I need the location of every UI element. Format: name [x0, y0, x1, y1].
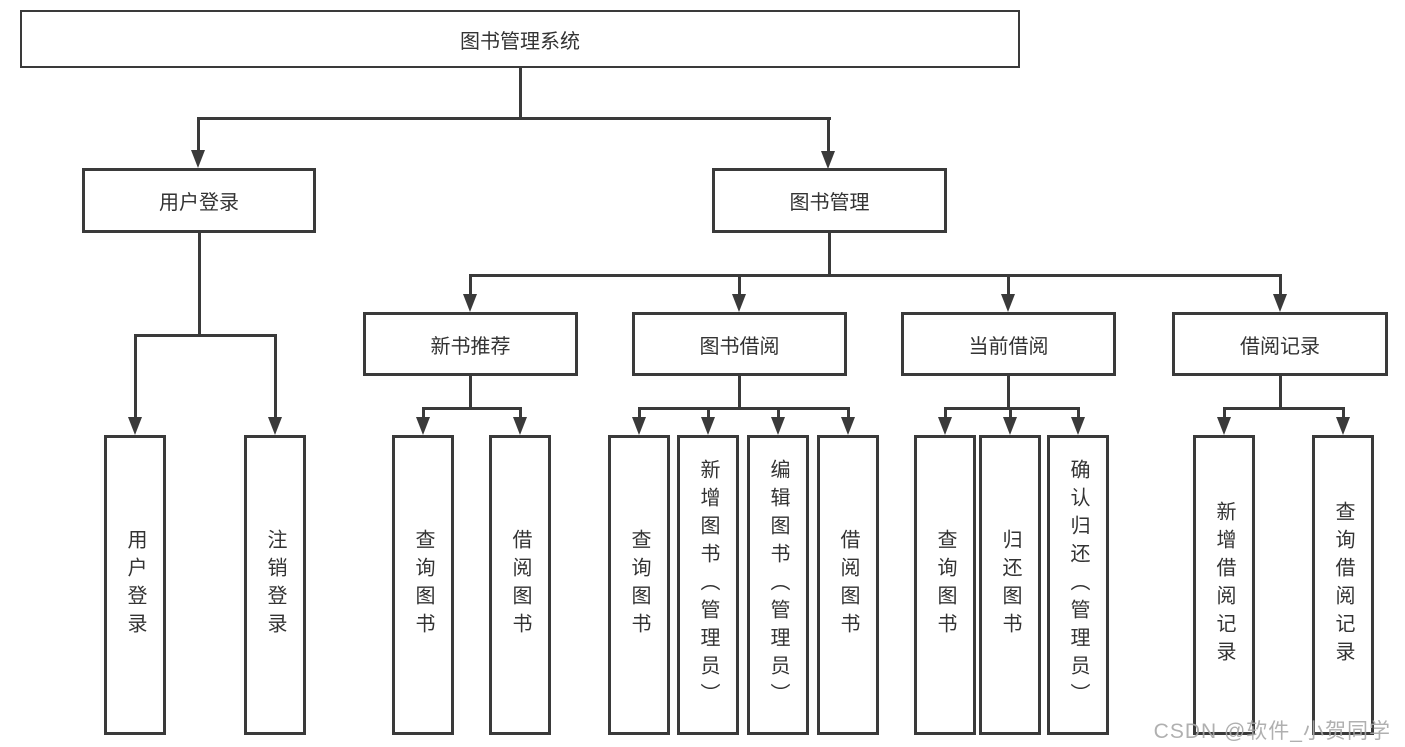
connector-segment [1009, 407, 1012, 421]
connector-segment [422, 407, 425, 421]
arrow-down-icon [771, 417, 785, 435]
connector-segment [1223, 407, 1345, 410]
leaf-return-books: 归还图书 [979, 435, 1041, 735]
connector-segment [422, 407, 522, 410]
leaf-borrow-books-borrow-label: 借阅图书 [837, 529, 859, 641]
connector-segment [1279, 274, 1282, 296]
leaf-borrow-books-borrow: 借阅图书 [817, 435, 879, 735]
leaf-query-books-recommend: 查询图书 [392, 435, 454, 735]
leaf-logout-label: 注销登录 [264, 529, 286, 641]
leaf-return-books-label: 归还图书 [999, 529, 1021, 641]
connector-segment [738, 376, 741, 410]
connector-segment [274, 334, 277, 419]
node-book-management: 图书管理 [712, 168, 947, 233]
arrow-down-icon [1336, 417, 1350, 435]
node-current-borrow-label: 当前借阅 [968, 335, 1049, 358]
connector-segment [134, 334, 277, 337]
arrow-down-icon [1003, 417, 1017, 435]
connector-segment [847, 407, 850, 421]
arrow-down-icon [938, 417, 952, 435]
node-book-borrow: 图书借阅 [632, 312, 847, 376]
leaf-query-books-recommend-label: 查询图书 [412, 529, 434, 641]
arrow-down-icon [841, 417, 855, 435]
arrow-down-icon [463, 294, 477, 312]
arrow-down-icon [416, 417, 430, 435]
leaf-user-login: 用户登录 [104, 435, 166, 735]
arrow-down-icon [821, 151, 835, 169]
connector-segment [1007, 274, 1010, 296]
leaf-add-books-admin: 新增图书（管理员） [677, 435, 739, 735]
node-root: 图书管理系统 [20, 10, 1020, 68]
arrow-down-icon [268, 417, 282, 435]
connector-segment [828, 233, 831, 277]
leaf-query-books-borrow-label: 查询图书 [628, 529, 650, 641]
connector-segment [197, 117, 200, 154]
leaf-add-borrow-record-label: 新增借阅记录 [1213, 501, 1235, 669]
connector-segment [469, 274, 472, 296]
arrow-down-icon [191, 150, 205, 168]
leaf-user-login-label: 用户登录 [124, 529, 146, 641]
leaf-edit-books-admin: 编辑图书（管理员） [747, 435, 809, 735]
leaf-confirm-return-admin: 确认归还（管理员） [1047, 435, 1109, 735]
connector-segment [638, 407, 850, 410]
node-current-borrow: 当前借阅 [901, 312, 1116, 376]
leaf-query-books-current-label: 查询图书 [934, 529, 956, 641]
arrow-down-icon [1273, 294, 1287, 312]
csdn-watermark: CSDN @软件_小贺同学 [1153, 720, 1391, 743]
node-book-management-label: 图书管理 [789, 192, 870, 214]
connector-segment [519, 407, 522, 421]
leaf-logout: 注销登录 [244, 435, 306, 735]
node-book-borrow-label: 图书借阅 [699, 335, 780, 358]
connector-segment [944, 407, 947, 421]
leaf-edit-books-admin-label: 编辑图书（管理员） [767, 459, 789, 711]
leaf-add-books-admin-label: 新增图书（管理员） [697, 459, 719, 711]
node-user-login-label: 用户登录 [159, 192, 239, 214]
arrow-down-icon [732, 294, 746, 312]
node-borrow-record-label: 借阅记录 [1240, 335, 1320, 358]
node-new-book-recommend-label: 新书推荐 [430, 335, 511, 358]
connector-segment [519, 68, 522, 120]
connector-segment [1279, 376, 1282, 410]
connector-segment [638, 407, 641, 421]
node-new-book-recommend: 新书推荐 [363, 312, 578, 376]
connector-segment [1007, 376, 1010, 410]
leaf-query-books-borrow: 查询图书 [608, 435, 670, 735]
connector-segment [197, 117, 831, 120]
connector-segment [469, 274, 1282, 277]
connector-segment [827, 117, 830, 154]
arrow-down-icon [701, 417, 715, 435]
arrow-down-icon [1071, 417, 1085, 435]
leaf-add-borrow-record: 新增借阅记录 [1193, 435, 1255, 735]
connector-segment [777, 407, 780, 421]
connector-segment [944, 407, 1080, 410]
connector-segment [469, 376, 472, 410]
connector-segment [198, 233, 201, 337]
connector-segment [134, 334, 137, 419]
connector-segment [738, 274, 741, 296]
node-borrow-record: 借阅记录 [1172, 312, 1388, 376]
leaf-query-borrow-record-label: 查询借阅记录 [1332, 501, 1354, 669]
connector-segment [1223, 407, 1226, 421]
leaf-query-books-current: 查询图书 [914, 435, 976, 735]
connector-segment [1077, 407, 1080, 421]
arrow-down-icon [1217, 417, 1231, 435]
leaf-borrow-books-recommend: 借阅图书 [489, 435, 551, 735]
arrow-down-icon [632, 417, 646, 435]
node-root-label: 图书管理系统 [460, 30, 580, 53]
arrow-down-icon [1001, 294, 1015, 312]
leaf-query-borrow-record: 查询借阅记录 [1312, 435, 1374, 735]
node-user-login: 用户登录 [82, 168, 316, 233]
leaf-borrow-books-recommend-label: 借阅图书 [509, 529, 531, 641]
arrow-down-icon [128, 417, 142, 435]
leaf-confirm-return-admin-label: 确认归还（管理员） [1067, 459, 1089, 711]
connector-segment [1342, 407, 1345, 421]
connector-segment [707, 407, 710, 421]
arrow-down-icon [513, 417, 527, 435]
